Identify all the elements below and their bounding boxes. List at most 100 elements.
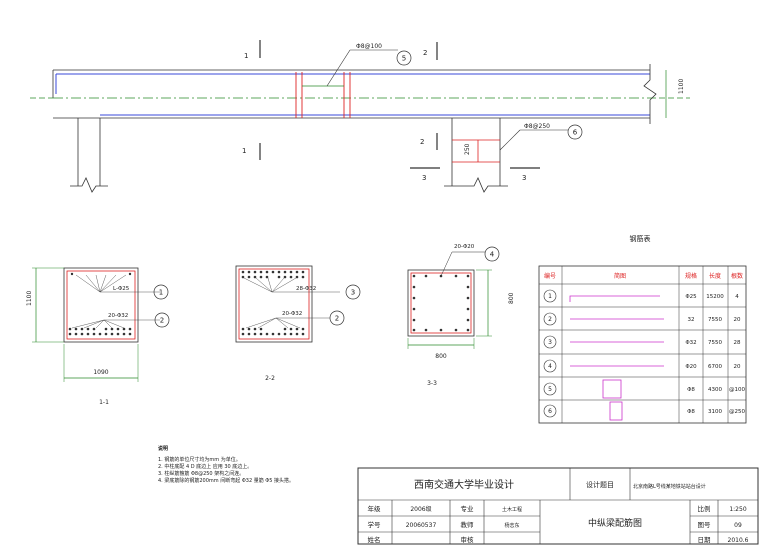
callout-circle-4 <box>484 246 500 262</box>
section-2-outline <box>235 265 313 343</box>
callout-id-3: 3 <box>351 289 355 297</box>
section-1-width: 1090 <box>93 369 108 376</box>
label-date: 日期 <box>698 536 712 544</box>
section-3-bars <box>412 274 470 332</box>
rebar-header-no: 编号 <box>544 272 556 280</box>
section-label-3-right: 3 <box>522 174 526 182</box>
callout-id-6: 6 <box>573 129 578 137</box>
rebar-length: 7550 <box>708 340 722 346</box>
rebar-length: 3100 <box>708 409 722 415</box>
rebar-no: 6 <box>548 408 552 415</box>
rebar-table-grid <box>539 266 746 423</box>
label-teacher: 教师 <box>461 520 475 529</box>
rebar-count: @100 <box>729 387 745 393</box>
section-1-title: 1-1 <box>99 399 109 406</box>
callout-circle-2a <box>154 312 170 328</box>
rebar-row-3: 3 Φ32 7550 28 <box>543 335 741 349</box>
beam-break-right <box>643 64 657 124</box>
section-2-bottom-bars <box>241 327 305 336</box>
section-3-stirrup <box>410 272 472 334</box>
rebar-table-title: 钢筋表 <box>630 234 651 243</box>
callout-circle-3 <box>345 284 361 300</box>
column-break-left <box>70 177 108 193</box>
callout-label-1: L-Φ25 <box>113 286 130 292</box>
rebar-count: @250 <box>729 409 745 415</box>
beam-elevation: 5 Φ8@100 1 1 2 2 250 6 Φ8@250 3 3 1100 <box>30 40 690 193</box>
rebar-count: 20 <box>734 364 741 370</box>
note-item: 4. 梁底筋除的钢筋200mm 间断弯起 Φ32 量筋 Φ5 接头搭。 <box>158 478 295 484</box>
callout-circle-2b <box>329 310 345 326</box>
rebar-row-1: 1 Φ25 15200 4 <box>543 289 739 303</box>
rebar-header-length: 长度 <box>709 272 721 280</box>
callout-label-5: Φ8@100 <box>356 43 382 50</box>
callout-circle-5 <box>396 50 412 66</box>
leader-5 <box>326 49 351 87</box>
callout-label-6: Φ8@250 <box>524 123 550 130</box>
section-3-title: 3-3 <box>427 380 437 387</box>
rebar-count: 4 <box>735 294 739 300</box>
rebar-sketch-1 <box>569 295 660 302</box>
rebar-row-6: 6 Φ8 3100 @250 <box>543 401 745 421</box>
section-label-1-bottom: 1 <box>242 147 246 155</box>
rebar-row-4: 4 Φ20 6700 20 <box>543 359 741 373</box>
rebar-no: 5 <box>548 386 552 393</box>
label-scale: 比例 <box>698 504 711 513</box>
rebar-spec: 32 <box>688 317 695 323</box>
rebar-length: 7550 <box>708 317 722 323</box>
section-1-stirrup <box>66 270 136 340</box>
section-1-bottom-leaders <box>71 319 160 329</box>
title-block-frame <box>357 467 759 545</box>
section-2-bottom-leaders <box>245 317 330 329</box>
callout-circle-6 <box>567 124 583 140</box>
rebar-no: 4 <box>548 363 552 370</box>
rebar-spec: Φ20 <box>685 364 697 370</box>
section-label-2-top: 2 <box>423 49 427 57</box>
rebar-no: 1 <box>548 293 552 300</box>
rebar-no: 3 <box>548 339 552 346</box>
value-major: 土木工程 <box>502 506 522 513</box>
section-2-top-bars <box>241 270 305 279</box>
note-item: 1. 钢筋的单位尺寸均为mm 为单位。 <box>158 457 241 463</box>
section-1-bottom-bars <box>68 327 132 336</box>
callout-id-1: 1 <box>159 289 163 297</box>
rebar-spec: Φ25 <box>685 294 697 300</box>
rebar-header-count: 根数 <box>731 272 743 280</box>
value-scale: 1:250 <box>729 506 746 513</box>
value-student-id: 20060537 <box>406 522 437 529</box>
dim-250: 250 <box>464 143 471 155</box>
section-1-outline <box>63 267 139 343</box>
section-label-1-top: 1 <box>244 52 248 60</box>
rebar-sketch-6 <box>609 401 623 421</box>
rebar-row-5: 5 Φ8 4300 @100 <box>543 379 745 399</box>
rebar-spec: Φ32 <box>685 340 696 346</box>
project-label: 设计题目 <box>586 480 614 489</box>
callout-id-4: 4 <box>490 251 495 259</box>
section-label-3-left: 3 <box>422 174 426 182</box>
callout-id-2b: 2 <box>335 315 339 323</box>
stirrups-dense <box>295 72 351 118</box>
rebar-count: 28 <box>734 340 741 346</box>
rebar-length: 4300 <box>708 387 722 393</box>
note-item: 2. 中柱底配 4 D 底边上 应用 30 底边上。 <box>158 464 253 470</box>
label-review: 审核 <box>461 535 475 544</box>
section-3-width: 800 <box>435 353 447 360</box>
project-title: 北京南路L号线某地铁站站台设计 <box>633 483 706 490</box>
leader-4 <box>440 251 453 277</box>
label-name: 姓名 <box>368 535 381 544</box>
rebar-spec: Φ8 <box>687 409 695 415</box>
callout-id-5: 5 <box>402 55 406 63</box>
note-item: 3. 柱纵筋箍筋 Φ8@250 架构之间连。 <box>158 471 245 477</box>
column-break-right <box>444 177 508 193</box>
label-student-id: 学号 <box>368 520 382 529</box>
school-title: 西南交通大学毕业设计 <box>414 478 514 491</box>
section-3-3: 4 20-Φ20 800 800 3-3 <box>407 244 515 387</box>
section-2-title: 2-2 <box>265 375 275 382</box>
notes: 说明 1. 钢筋的单位尺寸均为mm 为单位。 2. 中柱底配 4 D 底边上 应… <box>158 446 388 485</box>
value-drawing-no: 09 <box>734 522 742 529</box>
leader-6 <box>499 129 521 151</box>
label-grade: 年级 <box>368 504 382 513</box>
callout-label-3: 28-Φ32 <box>296 286 316 292</box>
rebar-sketch-5 <box>602 379 622 399</box>
section-3-height: 800 <box>508 292 515 304</box>
